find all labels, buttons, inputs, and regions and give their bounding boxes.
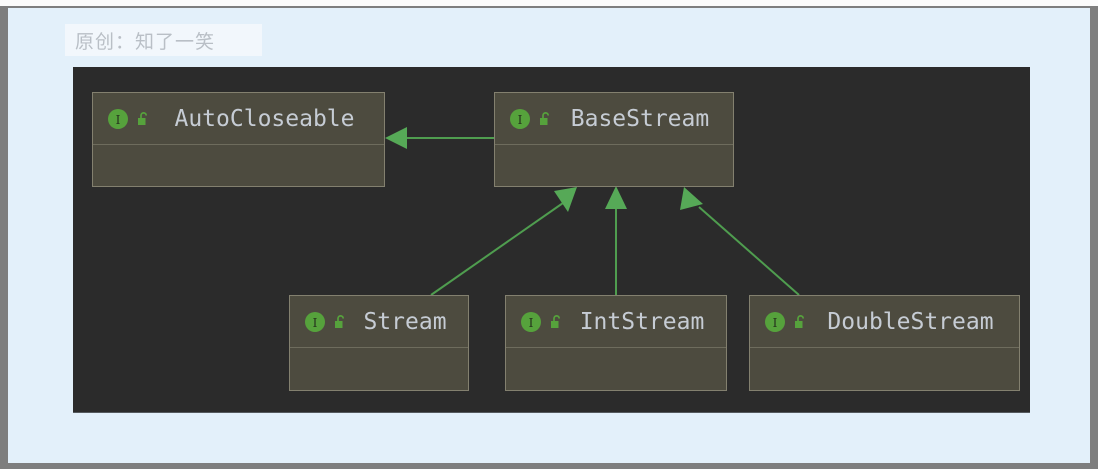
unlock-icon: [551, 314, 561, 328]
uml-class-header: I BaseStream: [495, 93, 733, 145]
uml-class-members: [93, 145, 384, 187]
uml-diagram-canvas[interactable]: I AutoCloseable I: [73, 67, 1030, 413]
interface-icon: I: [108, 108, 128, 129]
interface-icon: I: [305, 311, 325, 332]
svg-text:I: I: [518, 113, 523, 127]
svg-text:I: I: [313, 316, 318, 330]
uml-class-header: I IntStream: [506, 296, 726, 348]
content-panel: 原创：知了一笑: [8, 8, 1090, 463]
interface-icon: I: [521, 311, 541, 332]
uml-class-name: BaseStream: [570, 105, 710, 132]
uml-class-name: AutoCloseable: [174, 105, 355, 132]
edge-intstream-to-basestream: [605, 186, 627, 295]
connector-layer: [385, 127, 800, 296]
uml-class-stream[interactable]: I Stream: [289, 295, 469, 391]
arrowhead-filled-triangle: [605, 186, 627, 209]
arrowhead-filled-triangle: [385, 127, 407, 149]
uml-class-doublestream[interactable]: I DoubleStream: [749, 295, 1020, 391]
arrowhead-filled-triangle: [680, 187, 703, 210]
top-strip: [0, 0, 1098, 6]
unlock-icon: [540, 111, 550, 125]
edge-doublestream-to-basestream: [680, 187, 800, 296]
edge-line: [430, 202, 564, 296]
uml-class-header: I DoubleStream: [750, 296, 1019, 348]
uml-class-intstream[interactable]: I IntStream: [505, 295, 727, 391]
interface-icon: I: [765, 311, 785, 332]
edge-basestream-to-autocloseable: [385, 127, 494, 149]
svg-text:I: I: [529, 316, 534, 330]
interface-icon: I: [510, 108, 530, 129]
uml-class-members: [290, 348, 468, 390]
edge-stream-to-basestream: [430, 187, 577, 296]
uml-class-header: I Stream: [290, 296, 468, 348]
unlock-icon: [795, 314, 805, 328]
unlock-icon: [138, 111, 148, 125]
arrowhead-filled-triangle: [554, 187, 577, 212]
article-source-badge: 原创：知了一笑: [65, 24, 262, 56]
svg-text:I: I: [773, 316, 778, 330]
edge-line: [698, 206, 800, 296]
uml-class-name: DoubleStream: [827, 308, 994, 335]
uml-class-members: [495, 145, 733, 187]
uml-class-name: IntStream: [579, 308, 705, 335]
uml-class-autocloseable[interactable]: I AutoCloseable: [92, 92, 385, 187]
uml-class-basestream[interactable]: I BaseStream: [494, 92, 734, 187]
uml-class-members: [750, 348, 1019, 390]
svg-text:I: I: [116, 113, 121, 127]
article-source-label: 原创：知了一笑: [75, 30, 216, 53]
uml-class-header: I AutoCloseable: [93, 93, 384, 145]
unlock-icon: [335, 314, 345, 328]
uml-class-name: Stream: [363, 308, 447, 335]
uml-class-members: [506, 348, 726, 390]
